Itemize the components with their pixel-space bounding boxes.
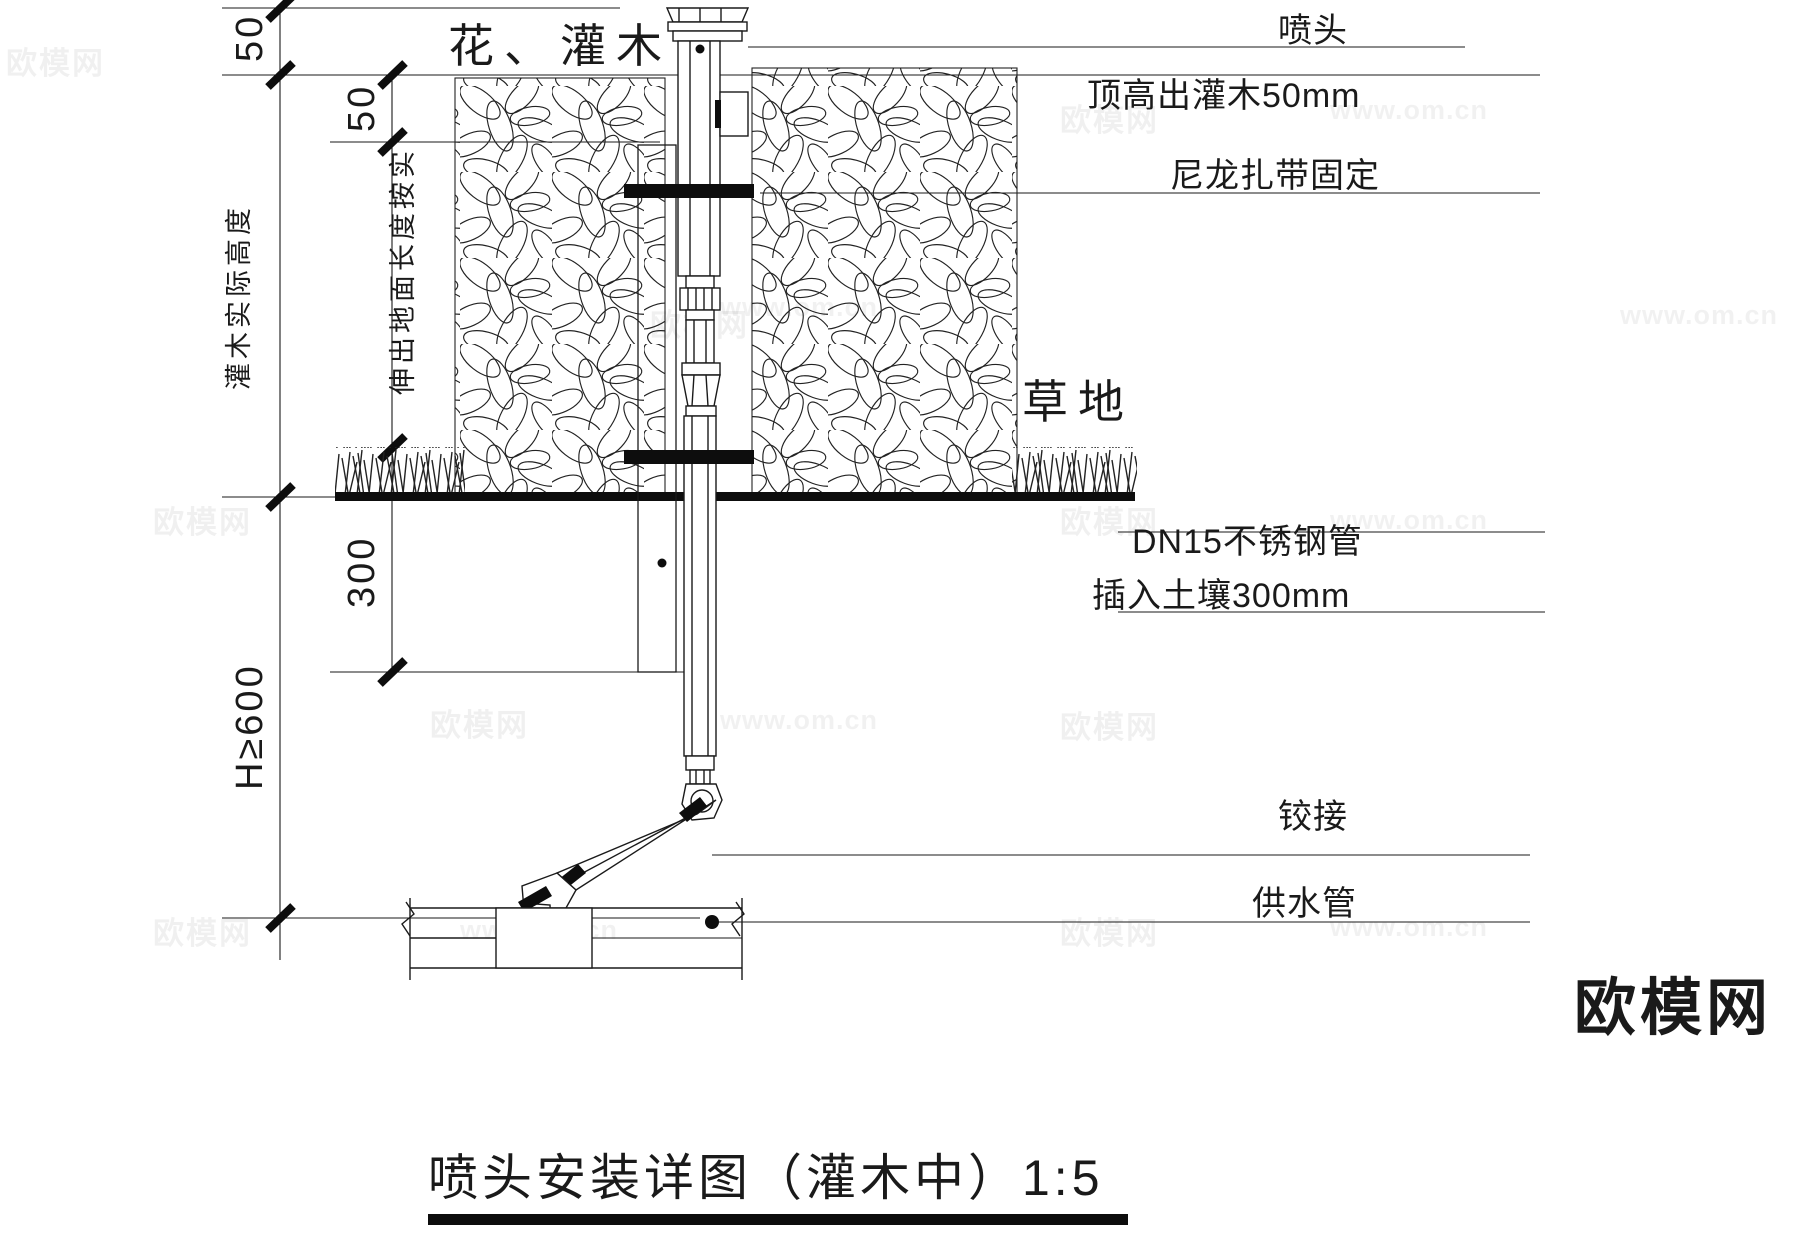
- note-above-ground-length: 伸出地面长度按实: [388, 147, 418, 395]
- node-dot-supply: [705, 915, 719, 929]
- annotation-dn15-pipe: DN15不锈钢管: [1132, 523, 1363, 561]
- nylon-tie-band-upper: [624, 184, 754, 198]
- shrub-foliage-right: [751, 67, 1018, 499]
- coupling-lower: [685, 755, 715, 785]
- dimension-second-50: 50: [341, 84, 383, 132]
- annotation-sprinkler-head: 喷头: [1278, 12, 1348, 50]
- reducer-fitting: [681, 362, 721, 417]
- nylon-tie-band-lower: [624, 450, 754, 464]
- annotation-supply-pipe: 供水管: [1252, 885, 1357, 923]
- grass-layer: [335, 447, 1137, 499]
- shrub-foliage-left: [454, 77, 666, 499]
- ground-line: [335, 492, 1135, 501]
- hinge-band-upper: [679, 797, 707, 822]
- dimension-top-50: 50: [229, 14, 271, 62]
- annotation-nylon-tie: 尼龙扎带固定: [1170, 157, 1380, 195]
- supply-pipe: [401, 898, 745, 980]
- node-dot-dn15: [657, 558, 667, 568]
- note-shrub-actual-height: 灌木实际高度: [224, 204, 254, 390]
- label-lawn: 草地: [1022, 376, 1134, 428]
- dn15-riser-pipe: [683, 415, 717, 757]
- annotation-hinge-joint: 铰接: [1278, 798, 1348, 836]
- dimension-height-600: H≥600: [229, 663, 271, 790]
- site-logo-watermark: 欧模网: [1573, 974, 1772, 1043]
- sprinkler-body: [677, 40, 721, 277]
- sprinkler-side-lug: [715, 91, 749, 137]
- sprinkler-nozzle-icon: [665, 7, 750, 42]
- annotation-insert-soil: 插入土壤300mm: [1092, 577, 1350, 615]
- sprinkler-assembly: [401, 7, 754, 980]
- riser-guide: [637, 144, 677, 673]
- node-dot-nozzle: [695, 44, 705, 54]
- riser-mid-stem: [685, 319, 715, 364]
- label-shrub: 花、灌木: [448, 20, 672, 72]
- title-underline: [428, 1214, 1128, 1225]
- drawing-title: 喷头安装详图（灌木中）1:5: [428, 1150, 1104, 1206]
- coupling-upper: [679, 275, 721, 321]
- annotation-top-above-shrub: 顶高出灌木50mm: [1087, 77, 1360, 115]
- dimension-depth-300: 300: [341, 536, 383, 608]
- hinge-band-elbow: [518, 886, 552, 912]
